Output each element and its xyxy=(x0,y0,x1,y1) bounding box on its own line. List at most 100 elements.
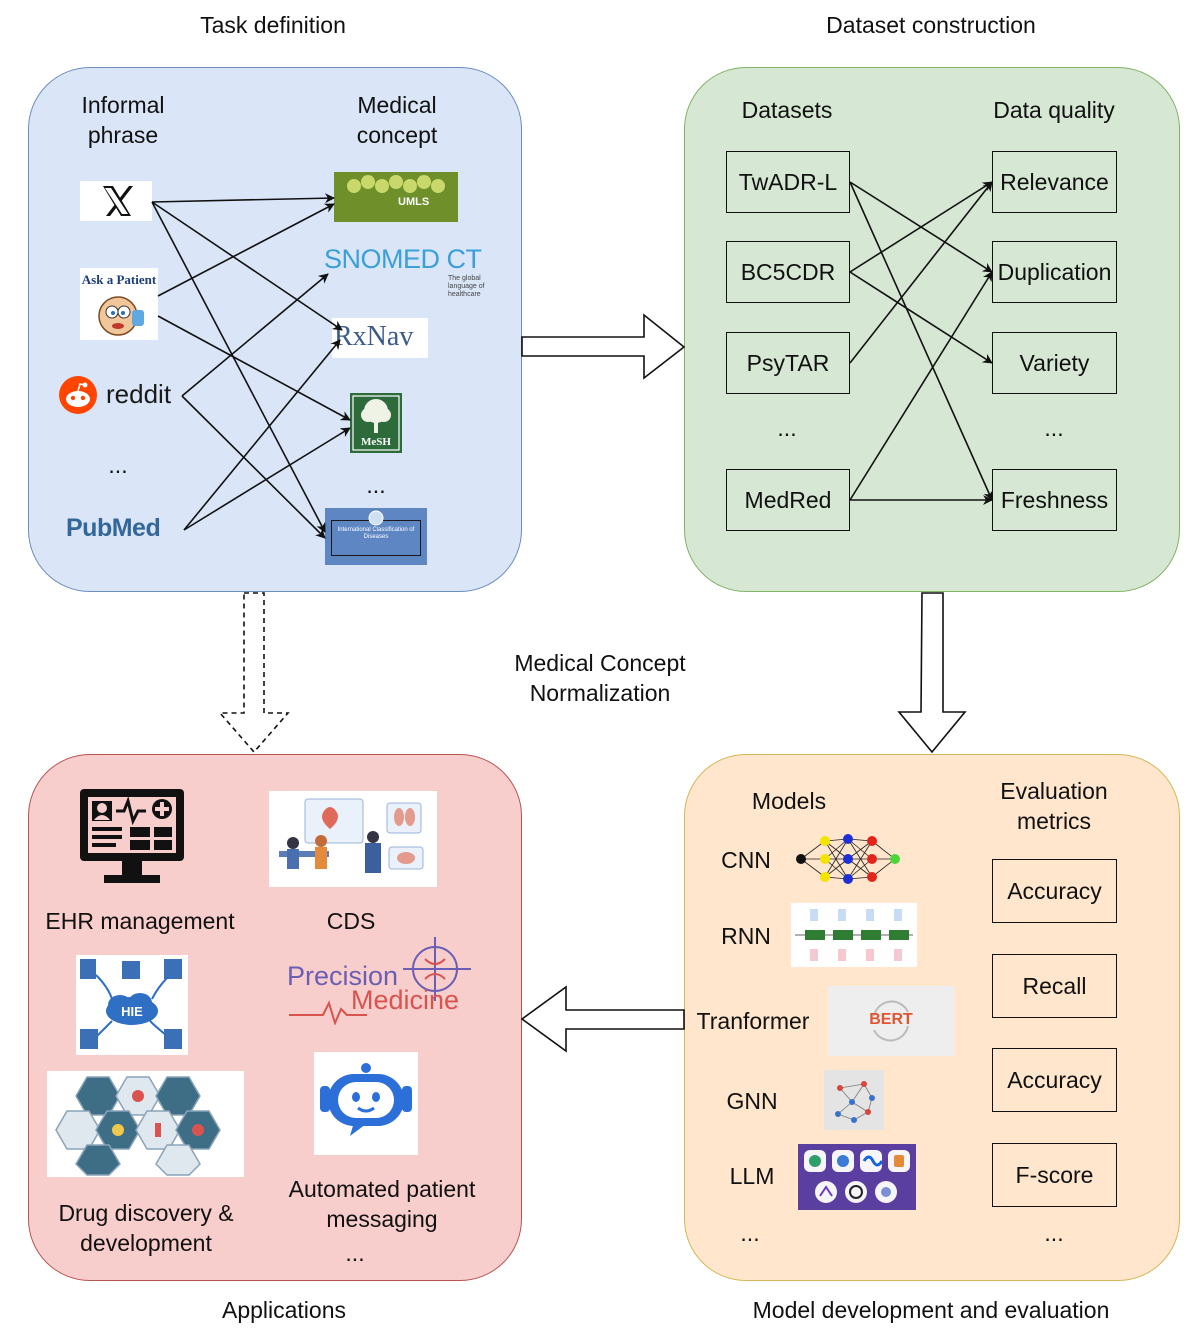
informal-phrase-heading: Informal phrase xyxy=(81,92,165,148)
reddit-text: reddit xyxy=(106,379,172,409)
model-label-llm: LLM xyxy=(729,1163,775,1189)
llm-apps-icon xyxy=(804,1150,910,1203)
dataset-mapping-arrows xyxy=(849,181,993,505)
arrow-twadr-freshness xyxy=(849,181,993,501)
bert-logo: BERT xyxy=(828,986,954,1056)
dataset-construction-panel xyxy=(684,67,1180,592)
model-label-gnn: GNN xyxy=(726,1088,778,1114)
drug-discovery-illustration xyxy=(47,1071,244,1177)
arrow-pubmed-mesh xyxy=(183,427,351,531)
arrow-x-umls xyxy=(151,193,335,204)
umls-logo: UMLS xyxy=(334,172,458,222)
quality-box-freshness: Freshness xyxy=(992,469,1117,531)
medical-concept-heading: Medical concept xyxy=(356,92,438,148)
app-label-drug-discovery: Drug discovery & development xyxy=(58,1200,234,1256)
concepts-ellipsis: ... xyxy=(366,472,386,498)
mesh-text: MeSH xyxy=(361,436,391,448)
qualities-ellipsis: ... xyxy=(1044,415,1064,441)
arrow-psytar-relevance xyxy=(849,181,993,364)
arrow-askapatient-mesh xyxy=(157,315,351,421)
mesh-tree-icon xyxy=(352,395,400,451)
app-label-patient-messaging: Automated patient messaging xyxy=(288,1176,476,1232)
umls-tree-icon xyxy=(347,175,445,193)
arrow-bc5cdr-variety xyxy=(849,271,993,364)
apps-ellipsis: ... xyxy=(345,1240,365,1266)
rxnav-logo: RxNav xyxy=(332,318,428,358)
model-development-title: Model development and evaluation xyxy=(752,1297,1110,1323)
reddit-logo: reddit xyxy=(58,374,184,416)
arrow-x-icd xyxy=(151,201,326,533)
dataset-box-bc5cdr: BC5CDR xyxy=(726,241,850,303)
arrow-medred-duplication xyxy=(849,271,993,501)
medicine-text: Medicine xyxy=(351,985,460,1015)
arrow-reddit-snomed xyxy=(181,273,329,397)
drug-hexagons-icon xyxy=(55,1076,221,1176)
quality-box-relevance: Relevance xyxy=(992,151,1117,213)
ask-a-patient-logo: Ask a Patient xyxy=(80,268,158,340)
dataset-box-medred: MedRed xyxy=(726,469,850,531)
precision-medicine-logo: Precision Medicine xyxy=(287,929,477,1025)
task-mapping-arrows xyxy=(151,193,351,539)
cnn-network-icon xyxy=(796,834,900,884)
cds-illustration xyxy=(269,791,437,887)
arrow-askapatient-umls xyxy=(157,203,335,297)
applications-title: Applications xyxy=(221,1297,347,1323)
hie-illustration: HIE xyxy=(76,955,188,1055)
datasets-ellipsis: ... xyxy=(777,415,797,441)
model-label-rnn: RNN xyxy=(721,923,771,949)
llm-logos xyxy=(798,1144,916,1210)
evaluation-metrics-heading: Evaluation metrics xyxy=(1000,778,1108,834)
rxnav-text: RxNav xyxy=(334,321,414,352)
hie-network-icon xyxy=(80,959,182,1049)
reddit-icon xyxy=(59,376,97,414)
precision-target-icon xyxy=(289,937,471,1025)
snomed-tagline: The global language of healthcare xyxy=(448,275,485,298)
bert-text: BERT xyxy=(869,1011,913,1028)
snomed-ct-logo: SNOMED CT The global language of healthc… xyxy=(324,244,494,300)
dataset-box-psytar: PsyTAR xyxy=(726,332,850,394)
flow-arrow-task-to-applications xyxy=(218,592,290,754)
app-label-ehr: EHR management xyxy=(45,908,235,934)
models-heading: Models xyxy=(751,788,827,814)
snomed-text: SNOMED CT xyxy=(324,244,482,274)
patient-face-icon xyxy=(98,296,144,336)
metric-box-accuracy-2: Accuracy xyxy=(992,1048,1117,1112)
arrow-pubmed-rxnav xyxy=(183,339,341,531)
sources-ellipsis: ... xyxy=(108,452,128,478)
umls-text: UMLS xyxy=(398,196,430,208)
model-label-transformer: Tranformer xyxy=(696,1008,810,1034)
icd-text: International Classification of Diseases xyxy=(337,527,415,540)
pubmed-logo: PubMed xyxy=(66,510,184,550)
arrow-reddit-icd xyxy=(181,395,326,539)
gnn-graph-icon xyxy=(835,1081,875,1123)
who-emblem-icon xyxy=(368,510,384,526)
flow-arrow-dataset-to-model xyxy=(897,592,967,754)
pubmed-text: PubMed xyxy=(66,514,161,542)
cds-scene-icon xyxy=(279,798,424,873)
app-label-cds: CDS xyxy=(326,908,376,934)
dataset-box-twadr-l: TwADR-L xyxy=(726,151,850,213)
bert-cycle-icon xyxy=(873,1000,909,1042)
chatbot-logo xyxy=(314,1052,418,1155)
hie-text: HIE xyxy=(121,1004,143,1019)
metric-box-f-score: F-score xyxy=(992,1143,1117,1207)
mesh-logo: MeSH xyxy=(350,393,402,453)
metric-box-accuracy-1: Accuracy xyxy=(992,859,1117,923)
metric-box-recall: Recall xyxy=(992,954,1117,1018)
model-label-cnn: CNN xyxy=(721,847,771,873)
precision-text: Precision xyxy=(287,961,399,991)
task-definition-title: Task definition xyxy=(200,12,346,38)
datasets-heading: Datasets xyxy=(741,97,833,123)
models-ellipsis: ... xyxy=(740,1220,760,1246)
chatbot-icon xyxy=(320,1063,412,1136)
gnn-logo xyxy=(824,1070,884,1130)
flow-arrow-task-to-dataset xyxy=(521,313,686,380)
ehr-monitor-icon xyxy=(80,789,184,883)
metrics-ellipsis: ... xyxy=(1044,1220,1064,1246)
arrow-bc5cdr-relevance xyxy=(849,181,993,273)
arrow-x-rxnav xyxy=(151,201,343,331)
data-quality-heading: Data quality xyxy=(993,97,1115,123)
ask-a-patient-text: Ask a Patient xyxy=(81,272,157,287)
x-logo xyxy=(80,181,152,221)
